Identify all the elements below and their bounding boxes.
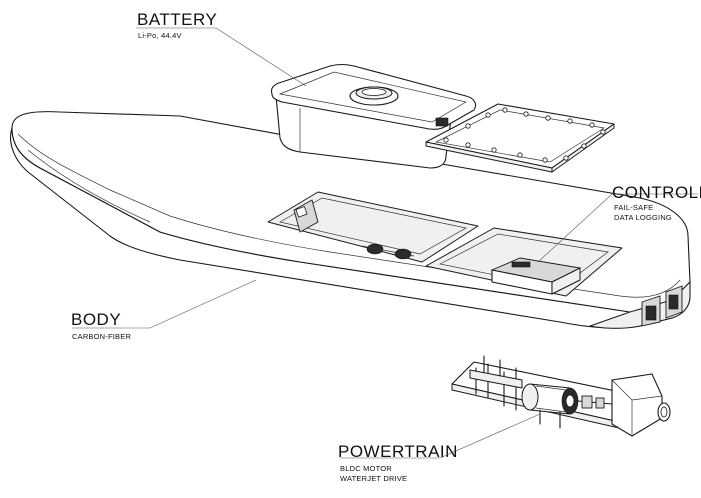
body-label: BODY (71, 310, 122, 329)
controller-spec-line: DATA LOGGING (614, 213, 672, 223)
controller-spec-line: FAIL-SAFE (614, 203, 654, 212)
powertrain-leader-line (340, 413, 541, 459)
body-hull (10, 111, 691, 329)
leader-lines (72, 27, 698, 459)
powertrain-spec: BLDC MOTOR WATERJET DRIVE (340, 464, 407, 484)
battery-pack (270, 63, 477, 169)
body-spec: CARBON-FIBER (72, 332, 131, 342)
powertrain-spec-line: BLDC MOTOR (340, 464, 392, 473)
cover-plate-bolts (443, 107, 606, 163)
battery-spec: Li-Po, 44.4V (138, 31, 182, 41)
battery-label: BATTERY (137, 10, 218, 29)
powertrain-label: POWERTRAIN (338, 442, 458, 461)
battery-cover-plate (425, 103, 615, 173)
battery-spec-line: Li-Po, 44.4V (138, 31, 182, 40)
body-spec-line: CARBON-FIBER (72, 332, 132, 341)
powertrain-assembly (451, 355, 671, 437)
controller-leader-line (537, 193, 698, 263)
controller-label: CONTROLLER (612, 183, 701, 202)
powertrain-spec-line: WATERJET DRIVE (340, 474, 408, 484)
battery-leader-line (136, 27, 307, 87)
body-leader-line (72, 279, 257, 329)
controller-spec: FAIL-SAFE DATA LOGGING (614, 203, 672, 223)
